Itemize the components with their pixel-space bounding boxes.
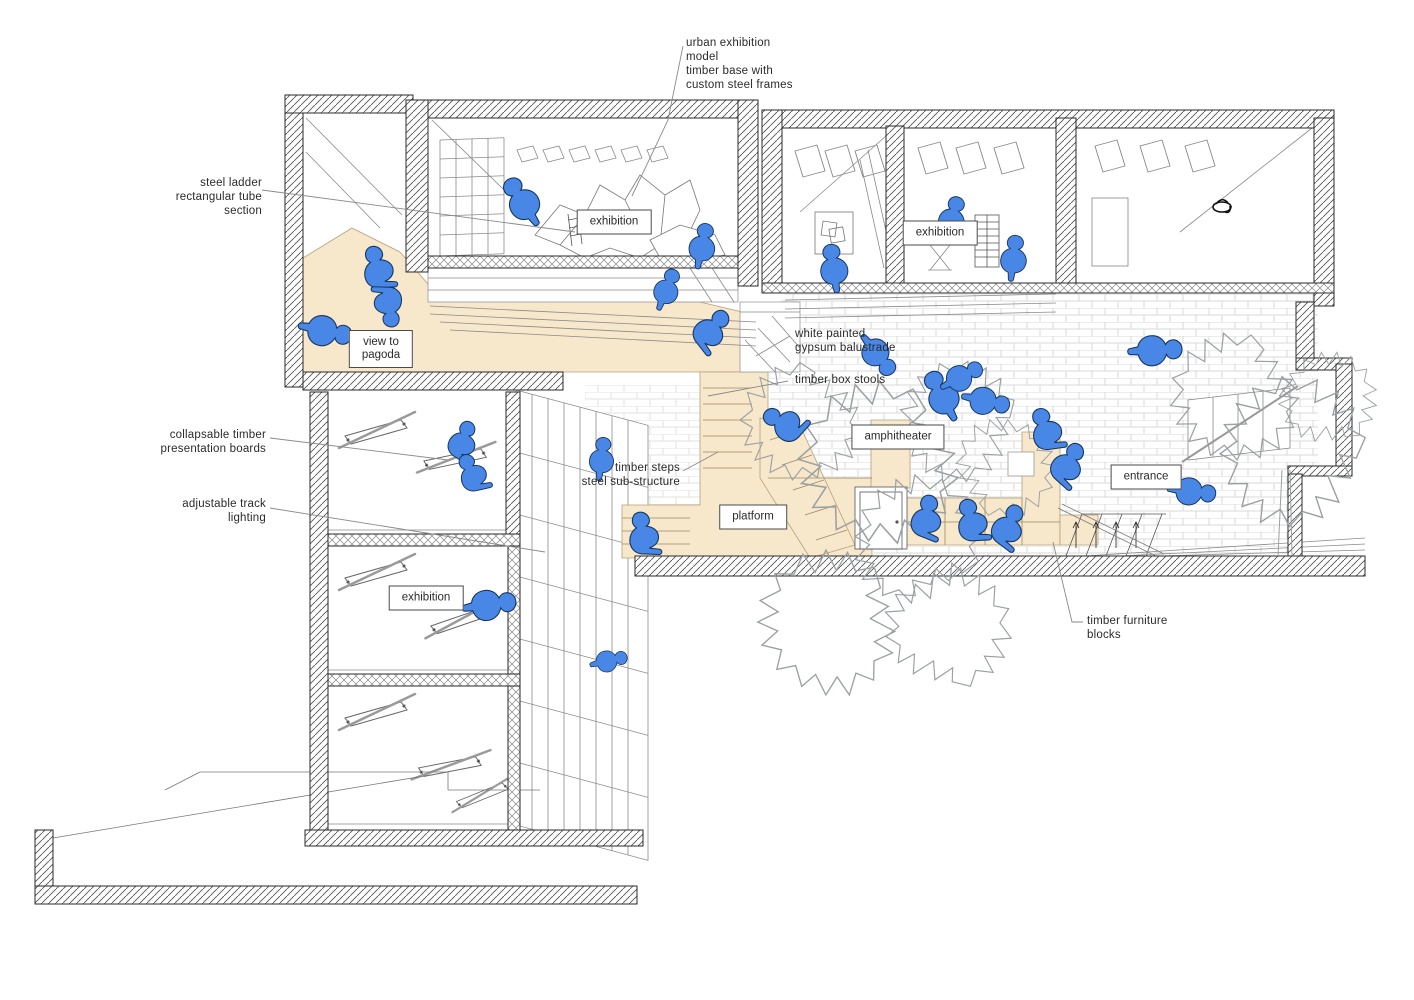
person-figure <box>933 193 971 246</box>
ceiling-fan <box>1212 198 1232 214</box>
section-walls <box>34 94 1366 905</box>
ladder-shelf <box>974 214 1000 268</box>
person-figure <box>494 170 552 234</box>
glazed-facade <box>515 389 649 861</box>
tree-scribbles <box>727 317 1397 723</box>
ceiling-lights <box>516 145 669 163</box>
mezzanine-balcony <box>427 267 739 303</box>
leader-lines <box>261 45 1083 623</box>
shelf-grid <box>439 137 505 257</box>
entrance-stairs <box>1057 503 1166 559</box>
person-figure <box>998 233 1029 283</box>
balustrade-bridge <box>739 301 801 373</box>
interior-linework <box>52 117 1366 839</box>
loading-ramp <box>52 771 540 839</box>
